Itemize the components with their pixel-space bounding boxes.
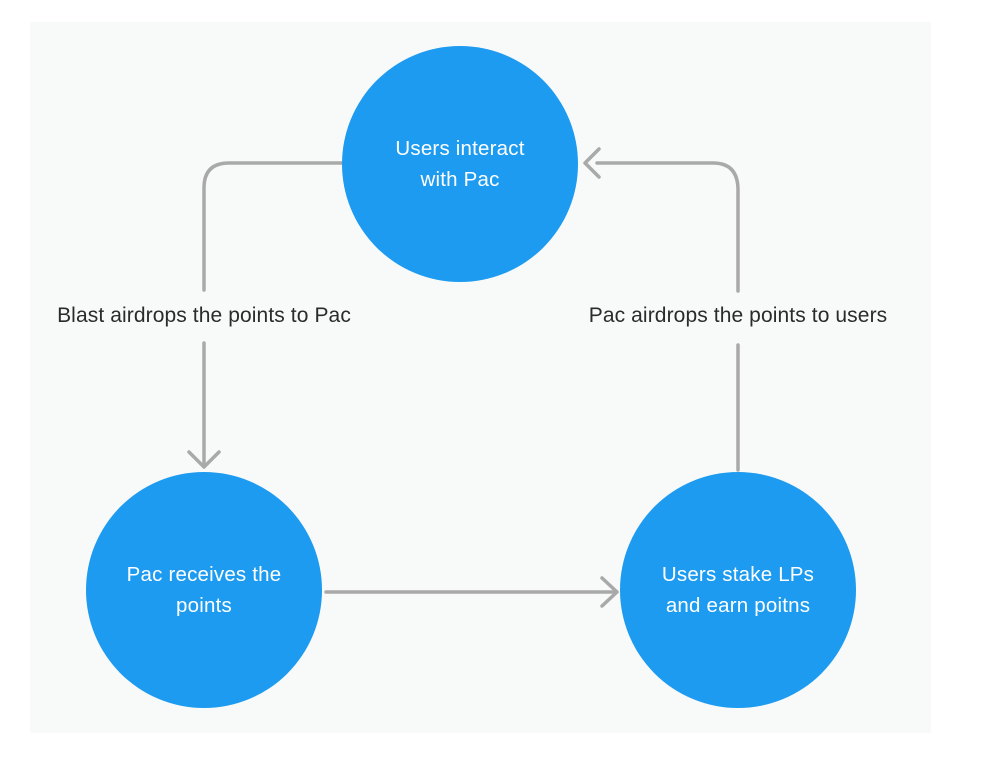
node-pac-receives: Pac receives the points — [86, 472, 322, 708]
arrow-right-icon — [600, 576, 619, 608]
edge-label-blast-airdrops: Blast airdrops the points to Pac — [57, 304, 351, 327]
node-users-interact: Users interact with Pac — [342, 46, 578, 282]
arrow-left-icon — [583, 147, 601, 179]
node-label-line: Users interact — [395, 137, 525, 160]
node-users-stake: Users stake LPs and earn poitns — [620, 472, 856, 708]
node-label-line: Users stake LPs — [661, 563, 815, 586]
node-label-line: and earn poitns — [665, 594, 811, 617]
edge-label-pac-airdrops: Pac airdrops the points to users — [588, 304, 888, 327]
node-label-line: with Pac — [420, 168, 500, 191]
arrow-down-icon — [187, 450, 221, 469]
node-label-line: Pac receives the — [126, 563, 282, 586]
node-label-line: points — [176, 594, 232, 617]
diagram-panel: Users interact with Pac Pac receives the… — [30, 22, 931, 733]
